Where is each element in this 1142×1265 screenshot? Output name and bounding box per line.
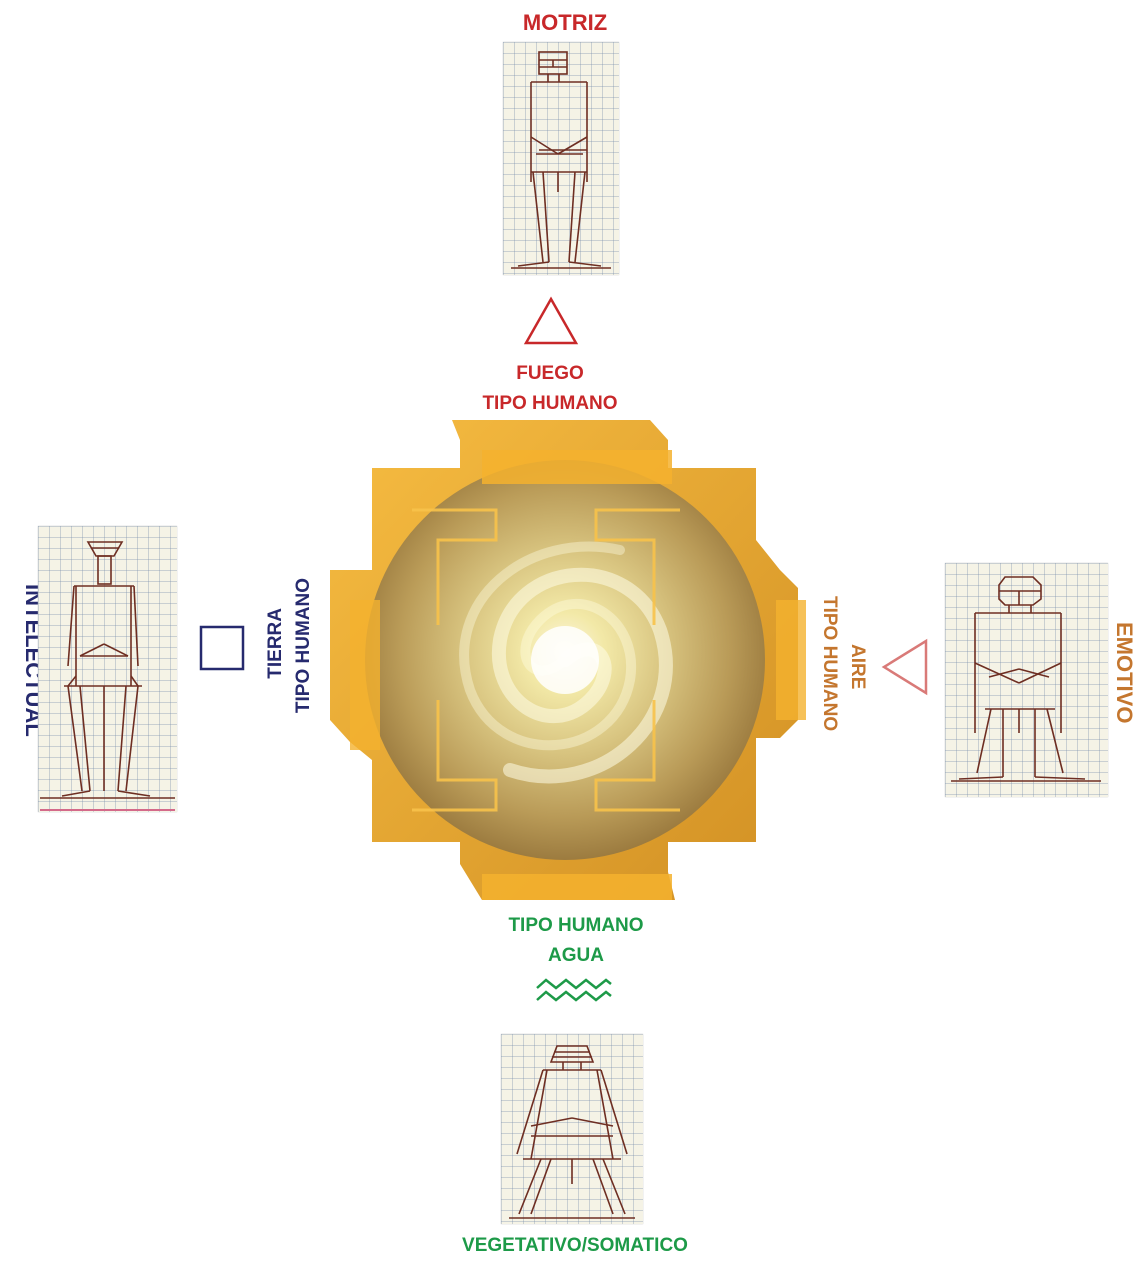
agua-type-label: TIPO HUMANO — [496, 916, 656, 935]
emotivo-title: EMOTIVO — [1113, 622, 1135, 723]
motriz-title: MOTRIZ — [500, 12, 630, 34]
tierra-label: TIERRA — [266, 608, 285, 679]
vegetativo-figure-card — [501, 1034, 643, 1224]
aire-type-label: TIPO HUMANO — [820, 596, 839, 731]
fuego-type-label: TIPO HUMANO — [470, 394, 630, 413]
emotivo-figure-card — [945, 563, 1108, 797]
intelectual-figure-card — [38, 526, 177, 812]
tierra-type-label: TIPO HUMANO — [294, 578, 313, 713]
waves-icon — [534, 976, 614, 1006]
spiral-mandala — [320, 420, 820, 910]
motriz-stick-figure — [503, 42, 619, 275]
intelectual-stick-figure — [38, 526, 177, 812]
triangle-down-icon — [880, 638, 930, 696]
motriz-figure-card — [503, 42, 619, 275]
emotivo-stick-figure — [945, 563, 1108, 797]
square-icon — [198, 624, 246, 672]
fuego-label: FUEGO — [500, 364, 600, 383]
vegetativo-stick-figure — [501, 1034, 643, 1224]
spiral-core — [365, 460, 765, 860]
agua-label: AGUA — [526, 946, 626, 965]
vegetativo-title: VEGETATIVO/SOMATICO — [430, 1236, 720, 1255]
aire-label: AIRE — [848, 644, 867, 689]
triangle-up-icon — [523, 296, 579, 346]
